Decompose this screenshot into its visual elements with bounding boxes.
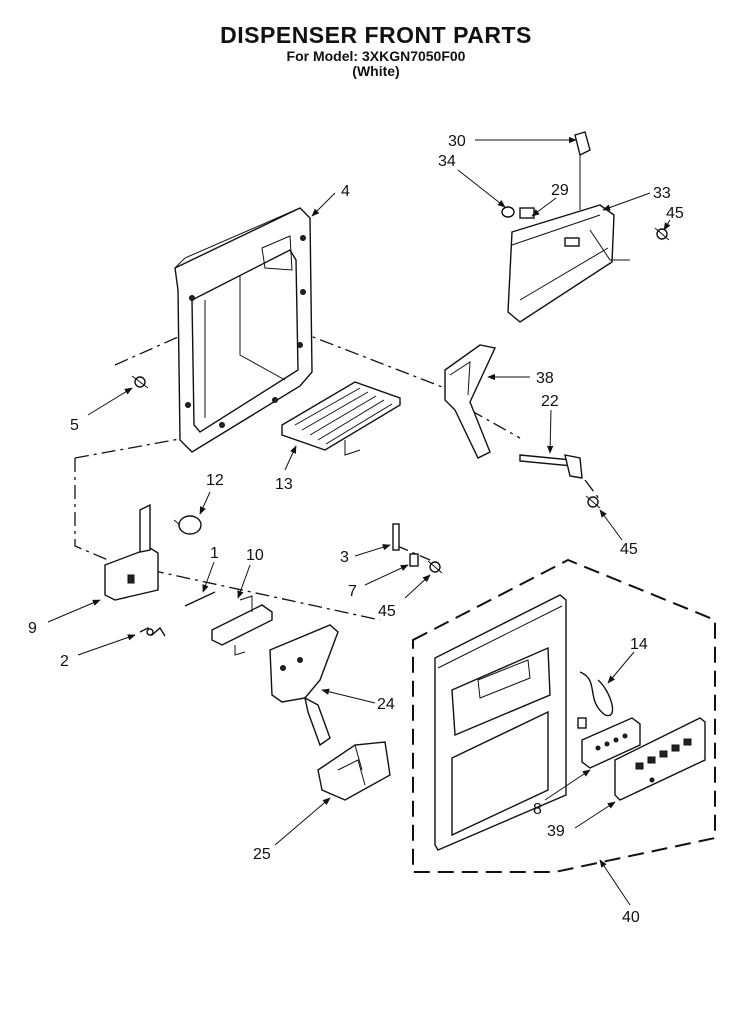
- part-12-actuator: [173, 515, 202, 535]
- part-14-wire-harness: [577, 671, 614, 729]
- part-3-clip: [392, 523, 400, 551]
- part-1-rod: [184, 591, 216, 607]
- part-45-screw-mid: [585, 495, 601, 509]
- part-24-paddle: [269, 624, 339, 747]
- callout-7: 7: [348, 583, 357, 600]
- part-45-screw-top: [654, 227, 670, 241]
- callout-30: 30: [448, 133, 466, 150]
- part-29-socket: [519, 207, 535, 219]
- part-25-chute: [317, 741, 391, 801]
- part-33-bracket: [507, 204, 630, 323]
- part-7-spacer: [409, 553, 419, 567]
- callout-4: 4: [341, 183, 350, 200]
- callout-13: 13: [275, 476, 293, 493]
- callout-40: 40: [622, 909, 640, 926]
- callout-24: 24: [377, 696, 395, 713]
- callout-25: 25: [253, 846, 271, 863]
- callout-2: 2: [60, 653, 69, 670]
- callout-39: 39: [547, 823, 565, 840]
- callout-5: 5: [70, 417, 79, 434]
- callout-12: 12: [206, 472, 224, 489]
- callout-9: 9: [28, 620, 37, 637]
- callout-34: 34: [438, 153, 456, 170]
- part-22-pin: [519, 454, 583, 479]
- part-30-key: [574, 131, 591, 210]
- callout-3: 3: [340, 549, 349, 566]
- part-4-housing: [174, 207, 313, 453]
- callout-45-low: 45: [378, 603, 396, 620]
- callout-8: 8: [533, 801, 542, 818]
- callout-22: 22: [541, 393, 559, 410]
- model-number: For Model: 3XKGN7050F00: [286, 48, 466, 64]
- part-13-drip-tray: [281, 381, 401, 456]
- page-title: DISPENSER FRONT PARTS: [220, 22, 532, 48]
- part-10-hinge: [211, 595, 273, 656]
- part-8-control-board: [581, 717, 641, 769]
- assembly-dashed-lines: [74, 324, 716, 873]
- part-38-lever: [444, 344, 497, 459]
- part-2-spring: [139, 626, 166, 637]
- part-5-screw: [131, 375, 149, 389]
- part-34-lamp: [501, 206, 515, 218]
- part-39-overlay: [614, 717, 706, 801]
- callout-29: 29: [551, 182, 569, 199]
- part-45-screw-low: [427, 560, 443, 574]
- callout-45-mid: 45: [620, 541, 638, 558]
- leader-lines: [47, 136, 671, 906]
- callout-14: 14: [630, 636, 648, 653]
- callout-38: 38: [536, 370, 554, 387]
- callout-1: 1: [210, 545, 219, 562]
- part-9-solenoid: [104, 503, 159, 601]
- part-40-front-panel: [434, 594, 567, 851]
- callout-33: 33: [653, 185, 671, 202]
- model-color: (White): [352, 63, 400, 79]
- callout-45-top: 45: [666, 205, 684, 222]
- callout-labels: 30 34 29 33 45 4 38 22 5 13 12 45 1 10 3…: [28, 133, 684, 926]
- callout-10: 10: [246, 547, 264, 564]
